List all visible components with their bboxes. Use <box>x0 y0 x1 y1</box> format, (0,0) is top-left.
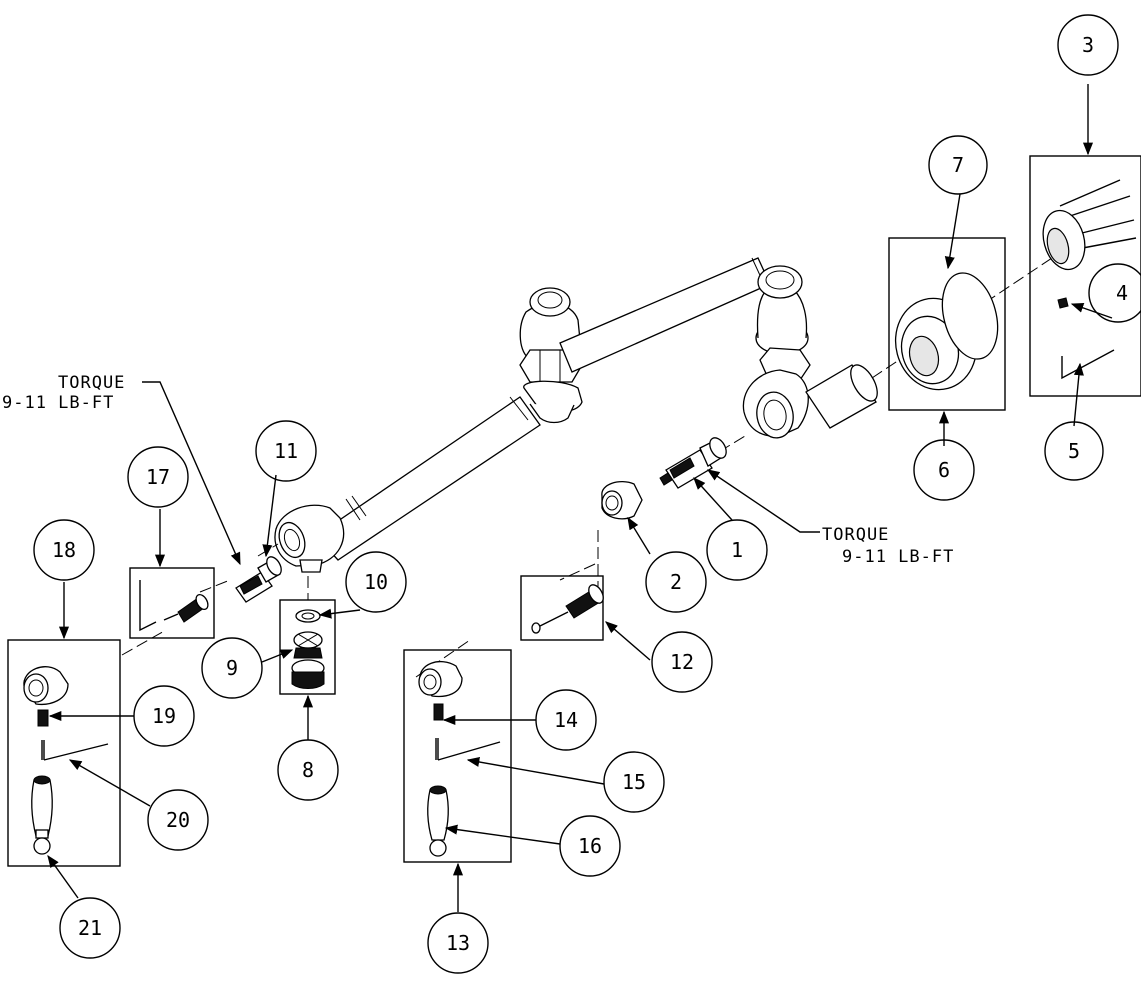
torque-note-left-line2: 9-11 LB-FT <box>2 393 114 413</box>
main-pipe-assembly <box>274 257 878 573</box>
cartridge-left <box>235 556 282 603</box>
callout-bubble-17: 17 <box>127 446 189 508</box>
callout-bubble-21: 21 <box>59 897 121 959</box>
kit-box-18 <box>7 639 121 867</box>
callout-bubble-3: 3 <box>1057 14 1119 76</box>
callout-bubble-8: 8 <box>277 739 339 801</box>
callout-label-13: 13 <box>446 931 470 955</box>
callout-label-7: 7 <box>952 153 964 177</box>
callout-label-10: 10 <box>364 570 388 594</box>
kit-box-8 <box>279 599 336 695</box>
callout-bubble-11: 11 <box>255 420 317 482</box>
kit-box-12 <box>520 575 604 641</box>
callout-bubble-6: 6 <box>913 439 975 501</box>
callout-bubble-4: 4 <box>1088 263 1141 323</box>
callout-label-8: 8 <box>302 758 314 782</box>
callout-bubble-2: 2 <box>645 551 707 613</box>
callout-bubble-9: 9 <box>201 637 263 699</box>
kit-box-3 <box>1029 155 1141 397</box>
callout-label-4: 4 <box>1116 281 1128 305</box>
leader-lines <box>47 84 1113 912</box>
callout-bubble-13: 13 <box>427 912 489 974</box>
callout-label-20: 20 <box>166 808 190 832</box>
callout-label-16: 16 <box>578 834 602 858</box>
callout-bubble-15: 15 <box>603 751 665 813</box>
callout-label-9: 9 <box>226 656 238 680</box>
callout-bubble-1: 1 <box>706 519 768 581</box>
callout-label-11: 11 <box>274 439 298 463</box>
callout-label-5: 5 <box>1068 439 1080 463</box>
callout-label-15: 15 <box>622 770 646 794</box>
callout-label-17: 17 <box>146 465 170 489</box>
callout-bubble-5: 5 <box>1044 421 1104 481</box>
callout-bubble-18: 18 <box>33 519 95 581</box>
callout-label-6: 6 <box>938 458 950 482</box>
callout-label-1: 1 <box>731 538 743 562</box>
kit-box-13 <box>403 649 512 863</box>
callout-label-14: 14 <box>554 708 578 732</box>
torque-note-right-line1: TORQUE <box>822 525 889 545</box>
callout-label-12: 12 <box>670 650 694 674</box>
callout-bubble-19: 19 <box>133 685 195 747</box>
bonnet-nut <box>601 481 643 520</box>
callout-label-19: 19 <box>152 704 176 728</box>
callout-bubble-16: 16 <box>559 815 621 877</box>
callout-label-2: 2 <box>670 570 682 594</box>
callout-bubble-14: 14 <box>535 689 597 751</box>
callout-label-3: 3 <box>1082 33 1094 57</box>
callout-bubble-7: 7 <box>928 135 988 195</box>
callout-label-21: 21 <box>78 916 102 940</box>
torque-note-right-line2: 9-11 LB-FT <box>842 547 954 567</box>
callout-bubble-10: 10 <box>345 551 407 613</box>
callout-bubble-20: 20 <box>147 789 209 851</box>
kit-box-6 <box>888 237 1006 411</box>
callout-bubble-12: 12 <box>651 631 713 693</box>
kit-box-17 <box>129 567 215 639</box>
torque-note-left-line1: TORQUE <box>58 373 125 393</box>
callout-label-18: 18 <box>52 538 76 562</box>
cartridge-right <box>659 437 727 489</box>
